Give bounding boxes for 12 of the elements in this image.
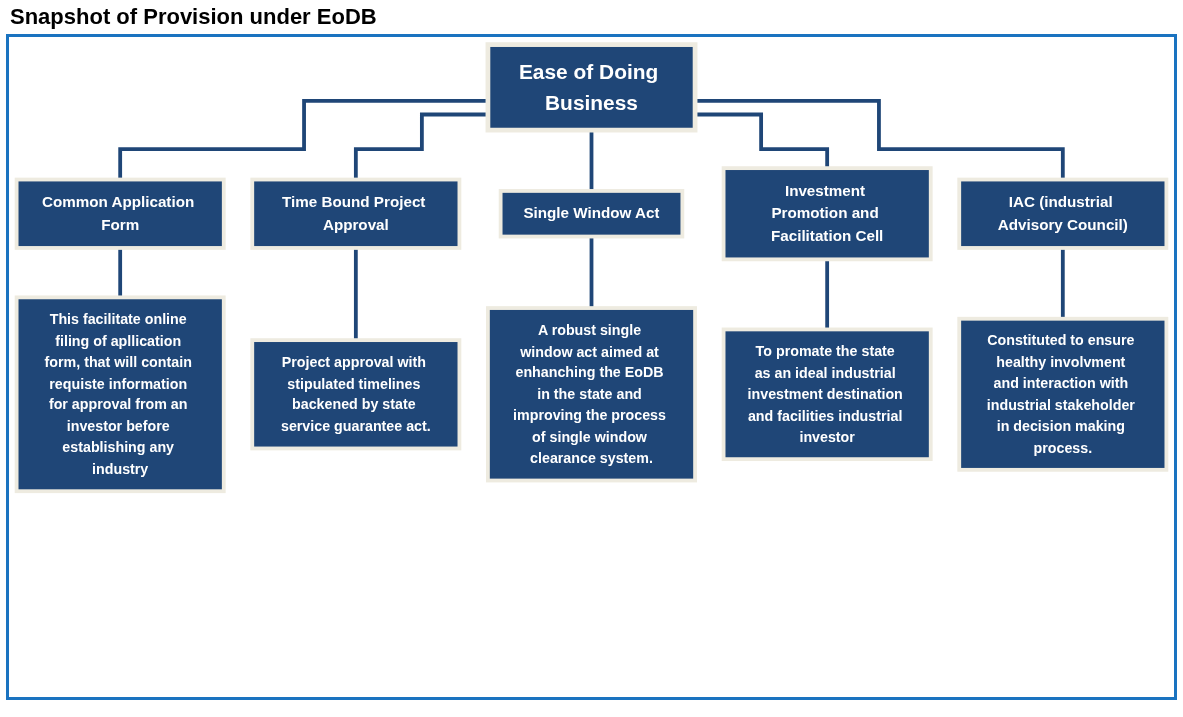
- node-box: Time Bound Project Approval: [250, 177, 462, 250]
- node-box: Investment Promotion and Facilitation Cell: [721, 166, 933, 262]
- diagram-title: Snapshot of Provision under EoDB: [10, 4, 378, 30]
- node-box: Common Application Form: [14, 177, 226, 250]
- node-box: Single Window Act: [498, 189, 685, 239]
- node-box: This facilitate online filing of apllication form, that will contain requiste information for approval from an investor before establishing any industry: [14, 295, 226, 494]
- node-box: To promate the state as an ideal industrial investment destination and facilities industrial investor: [721, 327, 933, 462]
- node-box: Constituted to ensure healthy involvment and interaction with industrial stakeholder in decision making process.: [957, 316, 1169, 472]
- node-box: Project approval with stipulated timelines backened by state service guarantee act.: [250, 338, 462, 451]
- node-box: IAC (industrial Advisory Council): [957, 177, 1169, 250]
- node-box: Ease of Doing Business: [485, 42, 698, 133]
- node-box: A robust single window act aimed at enhanching the EoDB in the state and improving the process of single window clearance system.: [486, 306, 697, 483]
